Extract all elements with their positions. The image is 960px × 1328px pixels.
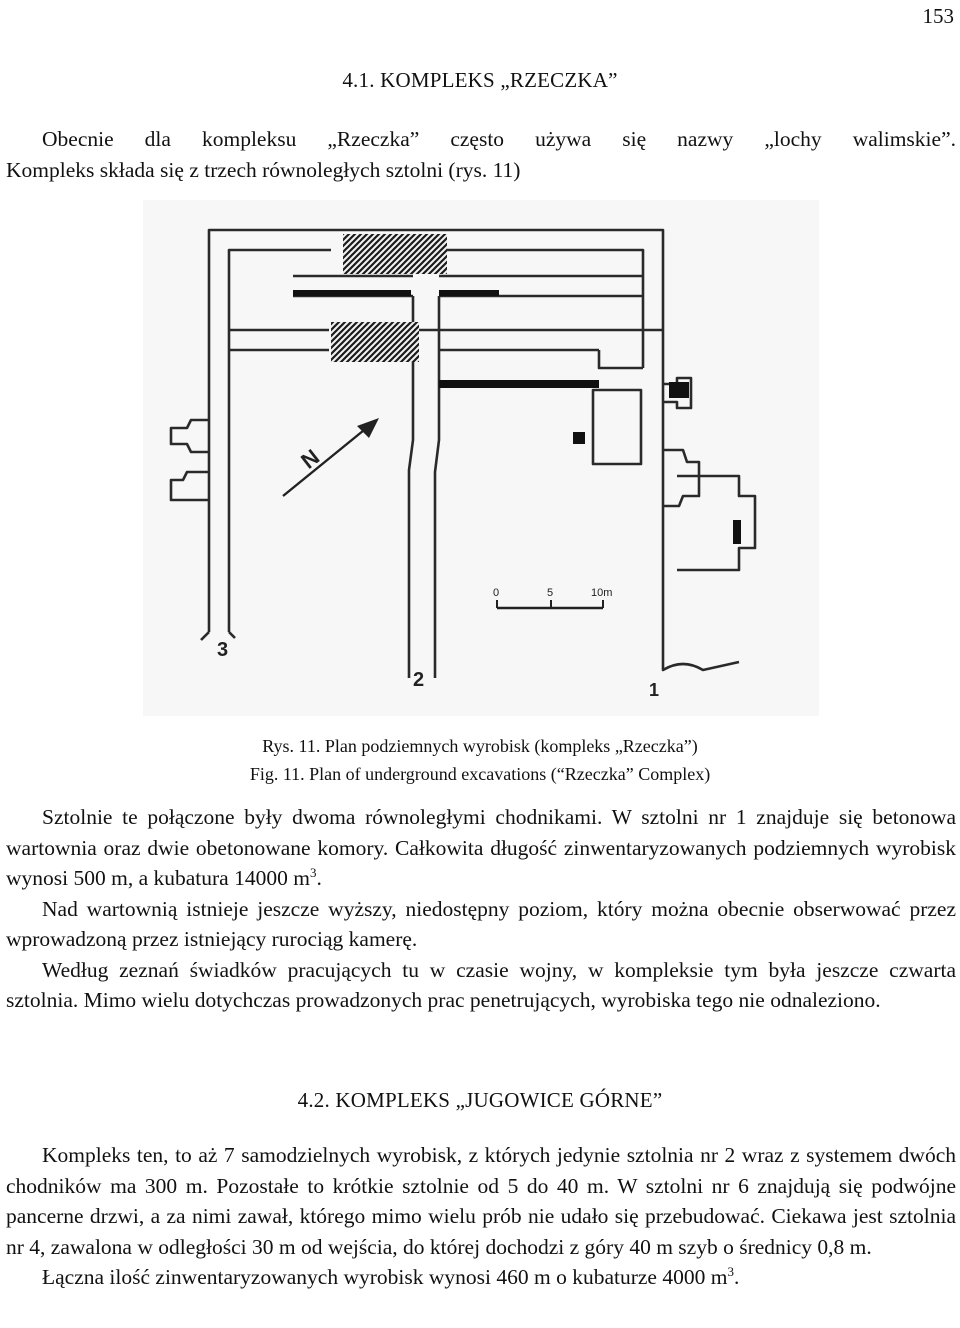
caption-polish: Rys. 11. Plan podziemnych wyrobisk (komp… [262,736,698,756]
cubic-superscript: 3 [309,864,317,880]
paragraph-jugowice-total: Łączna ilość zinwentaryzowanych wyrobisk… [6,1262,956,1293]
intro-paragraph: Obecnie dla kompleksu „Rzeczka” często u… [6,124,956,186]
concrete-chamber-lower [733,520,741,544]
page-number: 153 [922,4,955,28]
figure-background [143,200,819,716]
section-heading-rzeczka: 4.1. KOMPLEKS „RZECZKA” [342,68,618,92]
figure-caption: Rys. 11. Plan podziemnych wyrobisk (komp… [0,732,960,788]
chamber-right-middle [663,448,701,508]
concrete-wall-2 [439,290,499,296]
adit-label-3: 3 [217,639,228,661]
adit-1-junction [597,350,643,370]
collapse-area-lower [331,322,419,362]
adit-2-right-wall [433,296,441,678]
adit-3-chamber-lower [169,470,209,502]
scale-label-0: 0 [493,587,499,599]
chamber-right-lower [677,474,757,572]
adit-label-1: 1 [649,680,659,700]
scale-bar: 0 5 10m [493,587,612,610]
intro-line-1: Obecnie dla kompleksu „Rzeczka” często u… [42,127,956,151]
paragraph-adits-text: Sztolnie te połączone były dwoma równole… [6,805,956,890]
adit-label-2: 2 [413,669,424,691]
concrete-chamber-top [669,382,689,398]
mine-plan-figure: N 0 5 10m 3 2 1 [143,200,819,716]
guardhouse-room [591,388,643,466]
paragraph-total-end: . [733,1265,740,1289]
concrete-wall-3 [439,380,599,388]
paragraph-guardhouse: Nad wartownią istnieje jeszcze wyższy, n… [6,896,956,952]
paragraph-adits: Sztolnie te połączone były dwoma równole… [6,802,956,894]
concrete-wall-1 [293,290,411,296]
adit-1-left-wall [661,368,740,672]
scale-label-10m: 10m [591,587,612,599]
paragraph-adits-end: . [316,866,322,890]
section-heading-jugowice: 4.2. KOMPLEKS „JUGOWICE GÓRNE” [297,1088,663,1112]
adit-3-chamber-upper [169,418,209,454]
tunnel-outer-top [207,228,665,632]
concrete-block [573,432,585,444]
tunnel-inner-right-top [439,248,645,368]
cubic-superscript-2: 3 [727,1263,734,1279]
intro-line-2: Kompleks składa się z trzech równoległyc… [6,158,521,182]
collapse-area-upper [343,234,447,274]
adit-3-portal [200,631,236,641]
scale-label-5: 5 [547,587,553,599]
paragraph-fourth-adit: Według zeznań świadków pracujących tu w … [6,957,956,1013]
paragraph-total-text: Łączna ilość zinwentaryzowanych wyrobisk… [42,1265,728,1289]
body-section-1: Sztolnie te połączone były dwoma równole… [6,802,956,1016]
concrete-walls [293,290,741,544]
caption-english: Fig. 11. Plan of underground excavations… [249,764,711,784]
tunnel-inner-left-top [227,248,331,632]
paragraph-jugowice: Kompleks ten, to aż 7 samodzielnych wyro… [6,1143,956,1259]
body-section-2: Kompleks ten, to aż 7 samodzielnych wyro… [6,1140,956,1293]
mine-plan-drawing: N 0 5 10m 3 2 1 [143,200,819,716]
